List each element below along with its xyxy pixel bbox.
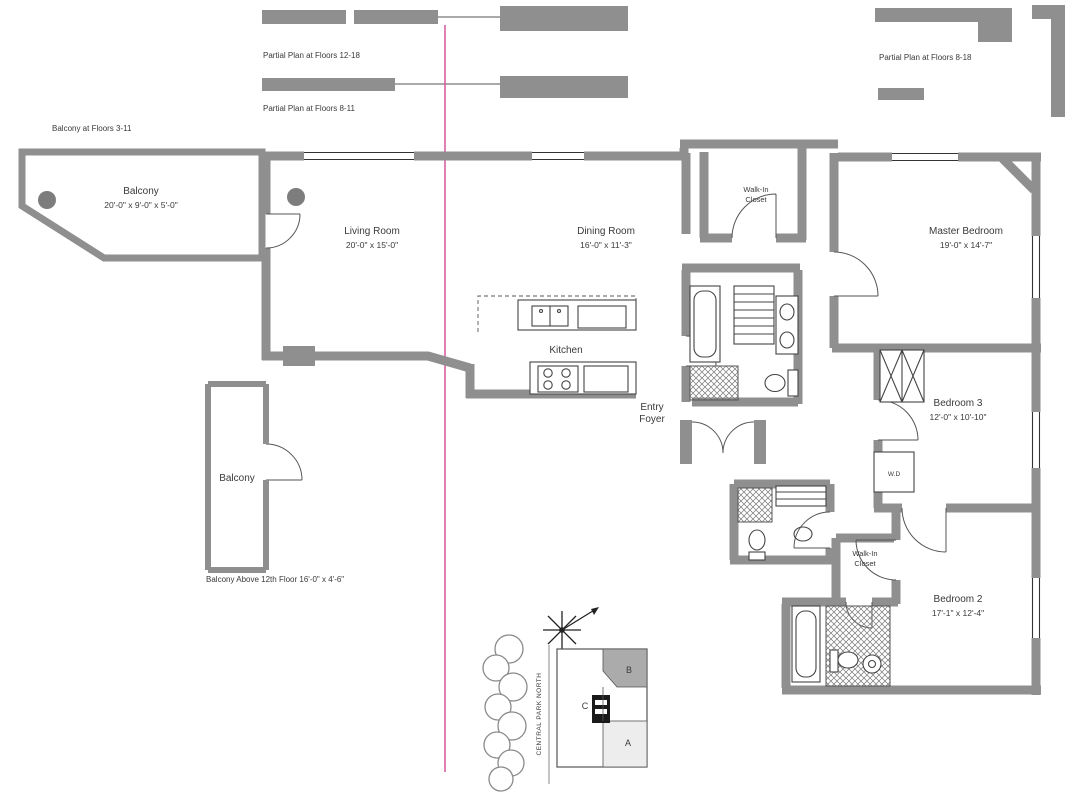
balcony-column bbox=[38, 191, 56, 209]
walk-in-closet2-label-line1: Walk-In bbox=[852, 549, 877, 558]
partial-plan-floors-12-18: Partial Plan at Floors 12-18 bbox=[262, 6, 628, 60]
bedroom2-bath-fixtures bbox=[791, 605, 891, 687]
master-bedroom-label: Master Bedroom bbox=[929, 226, 1003, 237]
linen-shelves bbox=[775, 485, 827, 507]
windows bbox=[304, 151, 1041, 638]
wall-pier bbox=[283, 346, 315, 366]
linen-shelves bbox=[733, 285, 775, 345]
toilet bbox=[764, 373, 786, 393]
bedroom3-closet bbox=[879, 349, 925, 403]
side-balcony-caption: Balcony Above 12th Floor 16'-0" x 4'-6" bbox=[206, 575, 344, 584]
unit-a-area bbox=[602, 720, 648, 768]
toilet-tank bbox=[829, 649, 839, 673]
side-balcony: Balcony Balcony Above 12th Floor 16'-0" … bbox=[205, 381, 344, 584]
door-swings bbox=[265, 193, 947, 629]
sink bbox=[779, 331, 795, 349]
toilet-tank bbox=[748, 551, 766, 561]
unit-a-label: A bbox=[625, 738, 631, 748]
building-footprint: B C A bbox=[556, 648, 648, 768]
dining-room-label: Dining Room bbox=[577, 226, 635, 237]
partial-plan-floors-8-11: Partial Plan at Floors 8-11 bbox=[262, 76, 628, 113]
vanity bbox=[775, 295, 799, 355]
dining-room-dims: 16'-0" x 11'-3" bbox=[580, 240, 632, 250]
entry-wall-stub bbox=[680, 420, 692, 464]
key-plan: CENTRAL PARK NORTH B C A bbox=[482, 607, 648, 792]
entry-wall-stub bbox=[754, 420, 766, 464]
partial-plan-8-18-label: Partial Plan at Floors 8-18 bbox=[879, 53, 972, 62]
partial-plan-8-11-label: Partial Plan at Floors 8-11 bbox=[263, 104, 355, 113]
sink bbox=[793, 526, 813, 542]
kitchen-fixtures bbox=[477, 295, 637, 395]
toilet bbox=[837, 651, 859, 669]
living-room-label: Living Room bbox=[344, 226, 400, 237]
sink bbox=[779, 303, 795, 321]
tree-row bbox=[482, 634, 528, 792]
bedroom2-label: Bedroom 2 bbox=[934, 594, 983, 605]
balcony-floors-caption: Balcony at Floors 3-11 bbox=[52, 124, 132, 133]
bedroom2-dims: 17'-1" x 12'-4" bbox=[932, 608, 984, 618]
bath-tile-floor bbox=[825, 605, 891, 687]
balcony-label: Balcony bbox=[123, 186, 159, 197]
street-label: CENTRAL PARK NORTH bbox=[536, 673, 543, 756]
sink bbox=[862, 654, 882, 674]
main-balcony: Balcony at Floors 3-11 Balcony 20'-0" x … bbox=[18, 124, 305, 262]
unit-walls bbox=[261, 139, 1041, 695]
hall-bath-fixtures bbox=[737, 485, 827, 561]
master-bath-fixtures bbox=[689, 285, 799, 401]
balcony-dims: 20'-0" x 9'-0" x 5'-0" bbox=[104, 200, 177, 210]
partial-plan-floors-8-18: Partial Plan at Floors 8-18 bbox=[875, 5, 1065, 117]
walk-in-closet2-label-line2: Closet bbox=[854, 559, 876, 568]
balcony-column bbox=[287, 188, 305, 206]
shower-tile bbox=[737, 487, 773, 523]
walk-in-closet1-label-line2: Closet bbox=[745, 195, 767, 204]
kitchen-label: Kitchen bbox=[549, 345, 582, 356]
kitchen-oven bbox=[583, 365, 629, 393]
wd-label: W.D bbox=[888, 471, 901, 478]
kitchen-counter bbox=[517, 299, 637, 331]
kitchen-range bbox=[537, 365, 579, 393]
bathtub bbox=[689, 285, 721, 363]
partial-plan-12-18-label: Partial Plan at Floors 12-18 bbox=[263, 51, 360, 60]
unit-b-label: B bbox=[626, 665, 632, 675]
bathtub bbox=[791, 605, 821, 683]
toilet bbox=[748, 529, 766, 551]
entry-foyer-label-line1: Entry bbox=[640, 402, 663, 413]
north-arrow bbox=[543, 607, 599, 649]
unit-b-area bbox=[602, 648, 648, 688]
walk-in-closet1-label-line1: Walk-In bbox=[743, 185, 768, 194]
unit-c-label: C bbox=[582, 701, 589, 711]
washer-dryer: W.D bbox=[873, 451, 915, 493]
living-room-dims: 20'-0" x 15'-0" bbox=[346, 240, 398, 250]
bedroom3-dims: 12'-0" x 10'-10" bbox=[929, 412, 986, 422]
toilet-tank bbox=[787, 369, 799, 397]
room-labels: Living Room 20'-0" x 15'-0" Dining Room … bbox=[344, 185, 1003, 618]
side-balcony-label: Balcony bbox=[219, 473, 255, 484]
entry-foyer-label-line2: Foyer bbox=[639, 414, 665, 425]
shower-tile bbox=[689, 365, 739, 401]
master-bedroom-dims: 19'-0" x 14'-7" bbox=[940, 240, 992, 250]
bedroom3-label: Bedroom 3 bbox=[934, 398, 983, 409]
kitchen-appliance bbox=[577, 305, 627, 329]
